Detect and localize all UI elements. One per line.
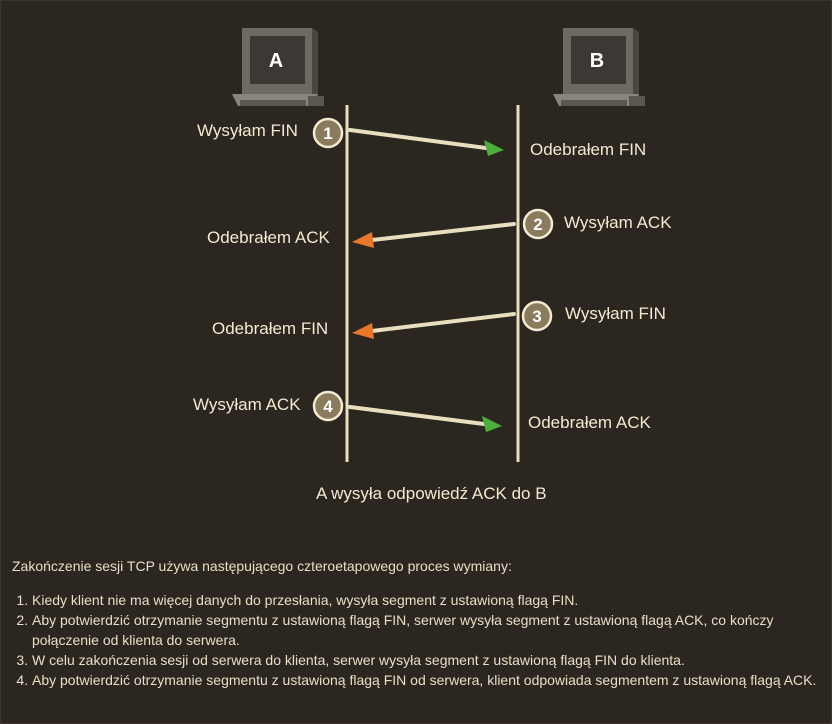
label-send-1: Wysyłam FIN: [197, 121, 298, 140]
diagram-caption: A wysyła odpowiedź ACK do B: [316, 484, 547, 503]
message-4: 4 Wysyłam ACK Odebrałem ACK: [193, 390, 651, 432]
message-2: 2 Wysyłam ACK Odebrałem ACK: [207, 208, 672, 248]
arrow-3-shaft: [370, 312, 516, 333]
label-receive-1: Odebrałem FIN: [530, 140, 646, 159]
label-send-4: Wysyłam ACK: [193, 395, 301, 414]
label-receive-2: Odebrałem ACK: [207, 228, 330, 247]
intro-text: Zakończenie sesji TCP używa następująceg…: [12, 558, 512, 574]
arrow-4-shaft: [348, 405, 486, 426]
description: Zakończenie sesji TCP używa następująceg…: [12, 556, 820, 690]
label-receive-4: Odebrałem ACK: [528, 413, 651, 432]
arrow-1-shaft: [348, 128, 488, 150]
list-item: Kiedy klient nie ma więcej danych do prz…: [32, 590, 820, 610]
computer-a-letter: A: [269, 50, 283, 72]
list-item: Aby potwierdzić otrzymanie segmentu z us…: [32, 670, 820, 690]
step-badge-3: [521, 300, 553, 332]
step-number-3: 3: [532, 307, 541, 326]
computer-b-letter: B: [590, 50, 604, 72]
message-1: 1 Wysyłam FIN Odebrałem FIN: [197, 117, 646, 159]
arrow-4-head: [482, 416, 502, 432]
list-item: W celu zakończenia sesji od serwera do k…: [32, 650, 820, 670]
arrow-2-shaft: [370, 222, 516, 242]
label-receive-3: Odebrałem FIN: [212, 319, 328, 338]
steps-list: Kiedy klient nie ma więcej danych do prz…: [12, 590, 820, 690]
computer-a-icon: A: [232, 28, 324, 106]
arrow-2-head: [352, 232, 374, 248]
computer-b-icon: B: [553, 28, 645, 106]
arrow-1-head: [484, 140, 504, 156]
label-send-3: Wysyłam FIN: [565, 304, 666, 323]
message-3: 3 Wysyłam FIN Odebrałem FIN: [212, 300, 666, 339]
label-send-2: Wysyłam ACK: [564, 213, 672, 232]
tcp-termination-diagram: A B 1 Wysyłam FIN Odebrałem FIN 2 Wysyła…: [193, 28, 672, 503]
step-badge-2: [522, 208, 554, 240]
step-number-2: 2: [533, 215, 542, 234]
step-badge-1: [312, 117, 344, 149]
list-item: Aby potwierdzić otrzymanie segmentu z us…: [32, 610, 820, 650]
step-number-4: 4: [323, 397, 333, 416]
arrow-3-head: [352, 323, 374, 339]
step-badge-4: [312, 390, 344, 422]
step-number-1: 1: [323, 124, 332, 143]
